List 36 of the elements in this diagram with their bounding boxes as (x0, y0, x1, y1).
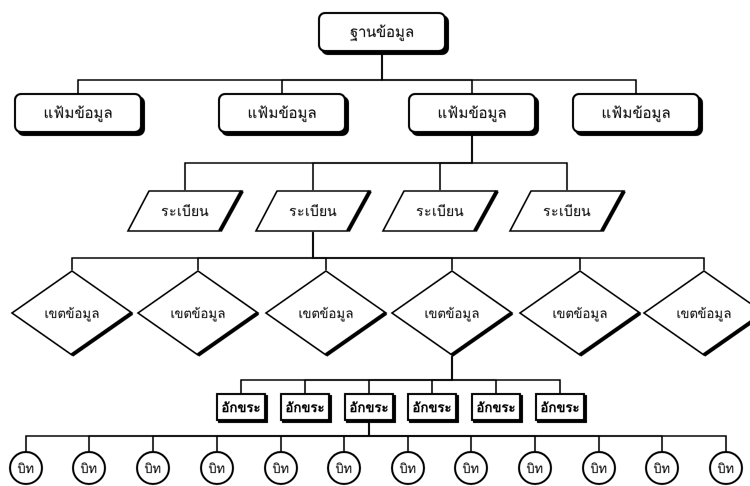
node-circle: บิท (454, 451, 488, 485)
process-box: อักขระ (344, 393, 394, 421)
node-circle: บิท (200, 451, 234, 485)
decision-diamond: เขตข้อมูล (137, 270, 259, 356)
node-circle: บิท (582, 451, 616, 485)
node-circle: บิท (9, 451, 43, 485)
node-circle: บิท (327, 451, 361, 485)
process-box: อักขระ (407, 393, 457, 421)
decision-diamond: เขตข้อมูล (643, 270, 750, 356)
process-box: แฟ้มข้อมูล (572, 93, 700, 133)
connector (471, 133, 568, 190)
decision-diamond: เขตข้อมูล (265, 270, 387, 356)
decision-diamond: เขตข้อมูล (519, 270, 641, 356)
decision-diamond: เขตข้อมูล (11, 270, 133, 356)
data-parallelogram: ระเบียน (127, 190, 243, 232)
node-circle: บิท (645, 451, 679, 485)
process-box: อักขระ (280, 393, 330, 421)
process-box: อักขระ (535, 393, 585, 421)
process-box: อักขระ (471, 393, 521, 421)
connector (368, 421, 727, 451)
node-circle: บิท (709, 451, 743, 485)
node-circle: บิท (264, 451, 298, 485)
process-box: อักขระ (216, 393, 266, 421)
node-circle: บิท (136, 451, 170, 485)
node-circle: บิท (391, 451, 425, 485)
node-circle: บิท (518, 451, 552, 485)
process-box: ฐานข้อมูล (318, 12, 446, 52)
data-parallelogram: ระเบียน (382, 190, 498, 232)
process-box: แฟ้มข้อมูล (218, 93, 346, 133)
data-parallelogram: ระเบียน (255, 190, 371, 232)
node-circle: บิท (72, 451, 106, 485)
process-box: แฟ้มข้อมูล (14, 93, 142, 133)
process-box: แฟ้มข้อมูล (408, 93, 536, 133)
connector (381, 52, 637, 93)
decision-diamond: เขตข้อมูล (391, 270, 513, 356)
data-parallelogram: ระเบียน (509, 190, 625, 232)
